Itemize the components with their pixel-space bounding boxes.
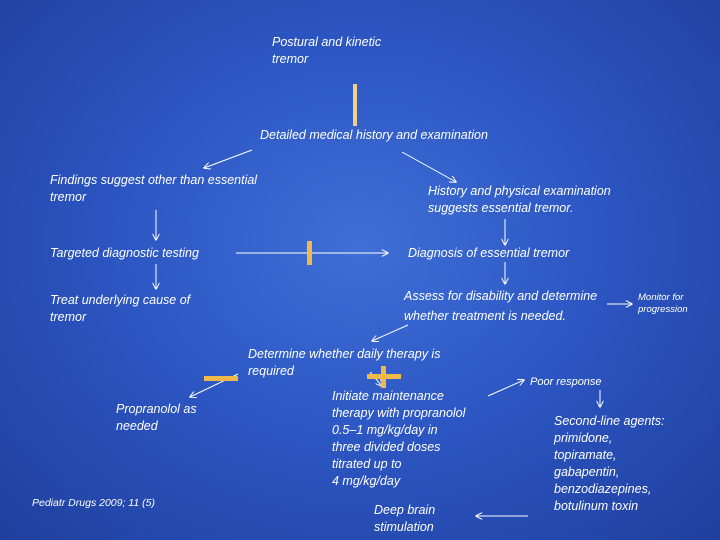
node-assess-disability: Assess for disability and determine whet…	[404, 289, 598, 323]
arrow-to-poor-response	[487, 380, 524, 397]
vertical-connector-top	[353, 84, 357, 126]
node-poor-response: Poor response	[530, 376, 602, 388]
node-propranolol-as-needed: Propranolol as needed	[116, 402, 197, 433]
negative-marker	[204, 376, 238, 381]
node-targeted-testing: Targeted diagnostic testing	[50, 246, 199, 260]
arrow-to-other-findings	[204, 149, 253, 168]
node-suggests-essential-tremor: History and physical examination suggest…	[428, 184, 611, 215]
arrow-to-daily-therapy	[372, 324, 409, 341]
node-deep-brain-stimulation: Deep brain stimulation	[374, 503, 436, 534]
node-monitor-progression: Monitor for progression	[638, 292, 688, 315]
node-second-line-agents: Second-line agents: primidone, topiramat…	[554, 414, 665, 513]
node-initiate-maintenance: Initiate maintenance therapy with propra…	[332, 389, 466, 488]
node-other-findings: Findings suggest other than essential tr…	[50, 173, 258, 204]
node-treat-underlying-cause: Treat underlying cause of tremor	[50, 293, 191, 324]
node-diagnosis-essential-tremor: Diagnosis of essential tremor	[408, 246, 570, 260]
arrow-to-suggests-et	[401, 151, 456, 182]
node-detailed-history: Detailed medical history and examination	[260, 128, 488, 142]
node-postural-kinetic-tremor: Postural and kinetic tremor	[272, 35, 382, 66]
positive-marker-v	[381, 366, 386, 388]
node-daily-therapy: Determine whether daily therapy is requi…	[248, 347, 441, 378]
blocked-marker	[307, 241, 312, 265]
citation: Pediatr Drugs 2009; 11 (5)	[32, 497, 155, 509]
